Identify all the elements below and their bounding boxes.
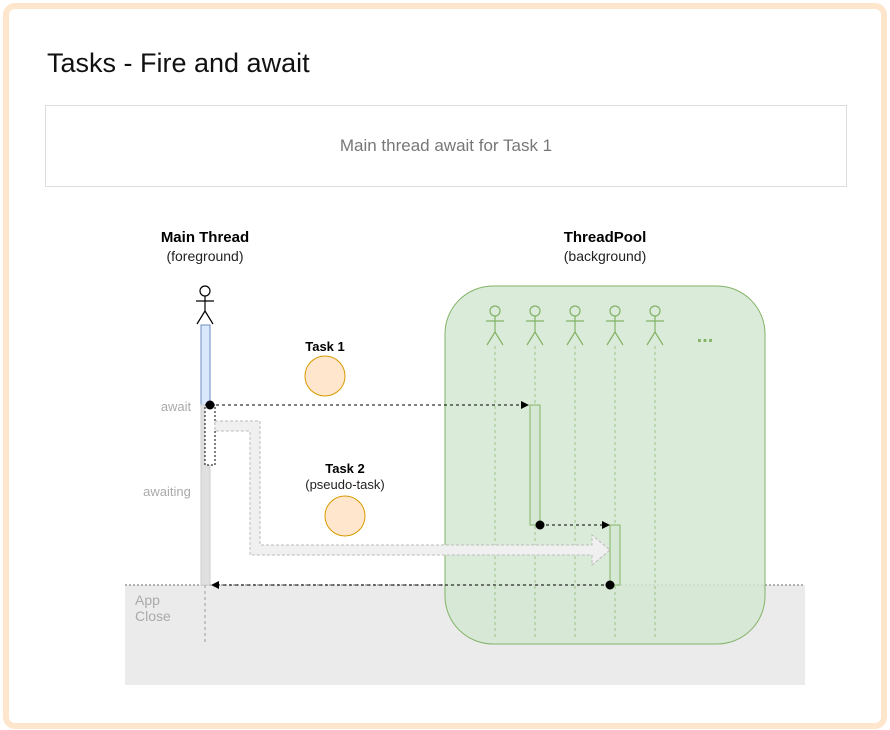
pool-worker-icon [606,305,624,346]
pseudo-task-flow-arrow [214,420,611,567]
pool-ellipsis: ... [697,325,714,347]
pool-worker-icon [646,305,664,346]
main-thread-sublabel: (foreground) [166,248,243,264]
await-label: await [161,399,192,414]
app-close-label-line2: Close [135,608,171,624]
main-thread-active-bar [200,324,211,406]
task1-activation-bar [529,404,541,526]
subtitle-text: Main thread await for Task 1 [339,136,553,155]
pool-worker-icon [526,305,544,346]
threadpool-container [444,285,766,645]
awaiting-label: awaiting [143,484,191,499]
subtitle-box: Main thread await for Task 1 [45,105,847,187]
main-thread-label: Main Thread [161,229,249,246]
task1-to-task2-start-dot [535,520,545,530]
task1-circle [304,355,346,397]
await-activation [204,404,216,466]
page-title: Tasks - Fire and await [47,48,310,78]
threadpool-sublabel: (background) [564,248,647,264]
threadpool-label: ThreadPool [564,229,647,246]
main-thread-actor-icon [196,285,214,325]
app-close-label-line1: App [135,592,160,608]
task1-label: Task 1 [305,339,345,354]
task2-sublabel: (pseudo-task) [305,477,384,492]
return-to-main-start-dot [605,580,615,590]
await-call-start-dot [205,400,215,410]
pool-worker-icon [566,305,584,346]
task2-circle [324,495,366,537]
task2-label: Task 2 [325,461,365,476]
task2-activation-bar [609,524,621,586]
pool-worker-icon [486,305,504,346]
